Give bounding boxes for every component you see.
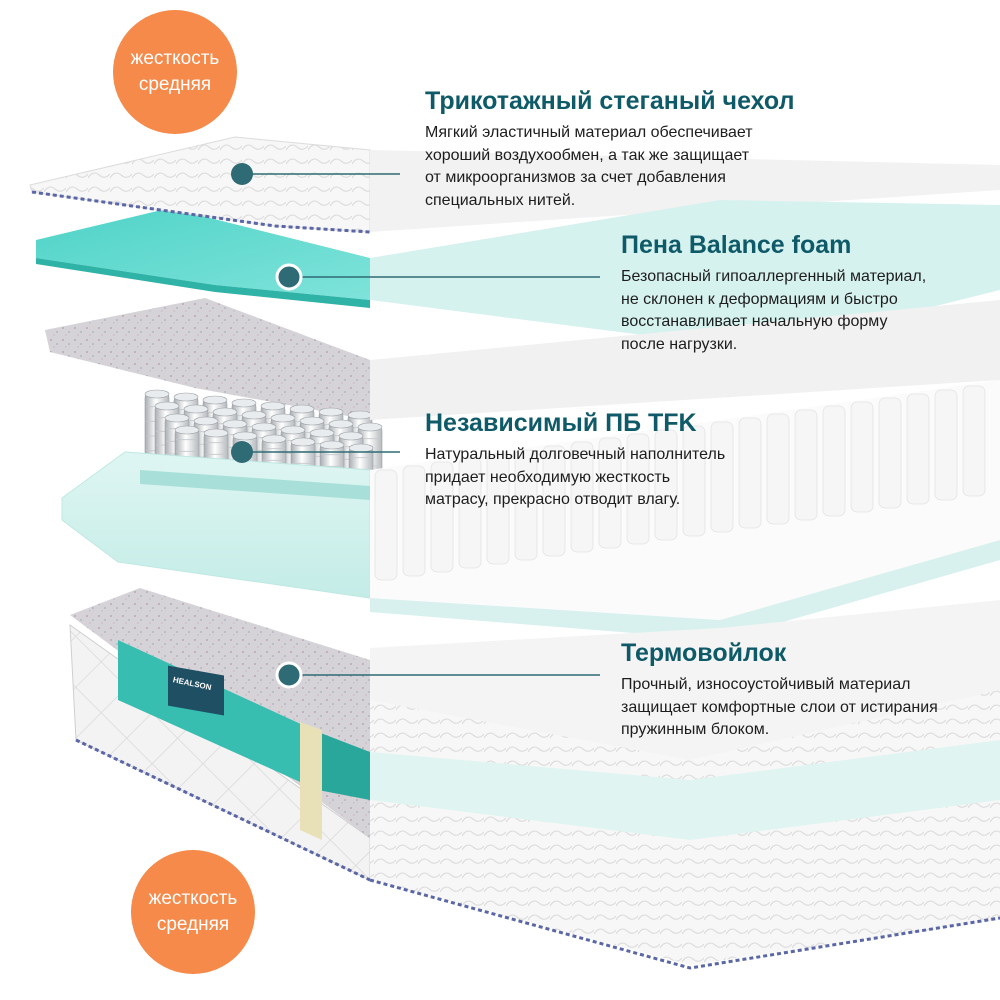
badge-top-line1: жесткость [130,48,220,69]
foam-frame [61,451,371,599]
base-mattress [69,588,371,882]
callout-connectors [242,173,600,676]
callout-felt-text: Прочный, износоустойчивый материал защищ… [621,676,938,738]
marker-dots [231,163,303,689]
callout-springs: Независимый ПБ TFK Натуральный долговечн… [425,408,885,512]
callout-foam-title: Пена Balance foam [621,231,852,259]
marker-dot-springs [231,441,253,463]
marker-dot-felt [275,661,303,689]
marker-dot-cover [231,163,253,185]
badge-bottom-line1: жесткость [148,888,238,909]
callout-foam: Пена Balance foam Безопасный гипоаллерге… [621,230,991,356]
callout-felt: Термовойлок Прочный, износоустойчивый ма… [621,638,996,742]
callout-cover-title: Трикотажный стеганый чехол [425,87,795,115]
callout-foam-text: Безопасный гипоаллергенный материал, не … [621,268,927,353]
callout-cover-text: Мягкий эластичный материал обеспечивает … [425,124,753,209]
callout-springs-text: Натуральный долговечный наполнитель прид… [425,446,726,508]
felt-layer [45,298,370,420]
firmness-badge-bottom: жесткость средняя [131,850,255,974]
badge-top-line2: средняя [138,74,212,95]
callout-springs-title: Независимый ПБ TFK [425,409,697,437]
badge-bottom-line2: средняя [156,914,230,935]
marker-dot-foam [275,263,303,291]
firmness-badge-top: жесткость средняя [113,10,237,134]
callout-cover: Трикотажный стеганый чехол Мягкий эласти… [425,86,885,212]
callout-felt-title: Термовойлок [621,639,787,667]
translucent-overlay [370,150,1000,840]
